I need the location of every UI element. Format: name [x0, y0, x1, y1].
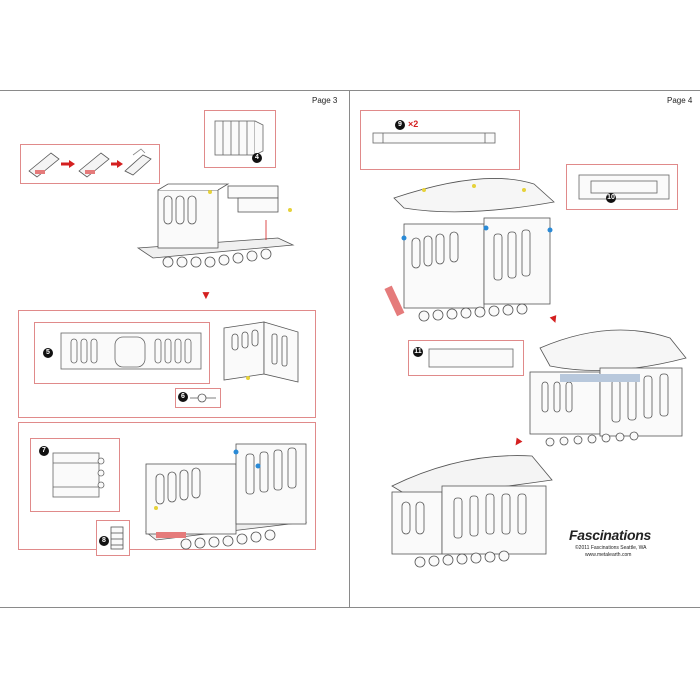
page-divider: [349, 90, 350, 608]
page-number-right: Page 4: [667, 96, 693, 105]
page-number-left: Page 3: [312, 96, 338, 105]
copyright-text: ©2011 Fascinations Seattle, WA: [575, 545, 647, 551]
end-wall-assembly: [223, 321, 299, 383]
tab-bend-illustration: [28, 148, 152, 178]
tab-bend-instruction-box: [20, 144, 160, 184]
step-4-part-illustration: [214, 120, 264, 156]
roof-panel-illustration: [578, 174, 670, 200]
step-9-box: [360, 110, 520, 170]
step-7-badge: 7: [39, 446, 49, 456]
step-8-badge: 8: [99, 536, 109, 546]
caboose-assembly-step-9-10: [384, 178, 555, 322]
step-9-quantity: ×2: [408, 119, 419, 129]
step-ladder-illustration: [110, 526, 124, 550]
step-10-box: [566, 164, 678, 210]
roof-walk-part-illustration: [372, 132, 496, 144]
end-platform-railing-illustration: [52, 452, 105, 498]
caboose-assembly-step-7-8: [144, 443, 308, 550]
step-5-box: [34, 322, 210, 384]
arrow-down-icon: ▼: [200, 288, 212, 302]
step-9-badge: 9: [395, 120, 405, 130]
instruction-sheet: [0, 90, 700, 608]
coupler-part-illustration: [190, 393, 216, 403]
brand-logo: Fascinations: [569, 527, 651, 543]
side-wall-panel-illustration: [60, 332, 202, 370]
website-text: www.metalearth.com: [585, 552, 632, 558]
caboose-completed-model: [391, 455, 553, 568]
step-6-badge: 6: [178, 392, 188, 402]
caboose-assembly-step-4: [136, 183, 295, 268]
step-5-badge: 5: [43, 348, 53, 358]
step-11-box: [408, 340, 524, 376]
step-10-badge: 10: [606, 193, 616, 203]
caboose-assembly-step-11: [529, 329, 687, 447]
step-6-box: [175, 388, 221, 408]
step-11-badge: 11: [413, 347, 423, 357]
roof-cap-part-illustration: [428, 348, 514, 368]
step-4-badge: 4: [252, 153, 262, 163]
step-4-box: [204, 110, 276, 168]
